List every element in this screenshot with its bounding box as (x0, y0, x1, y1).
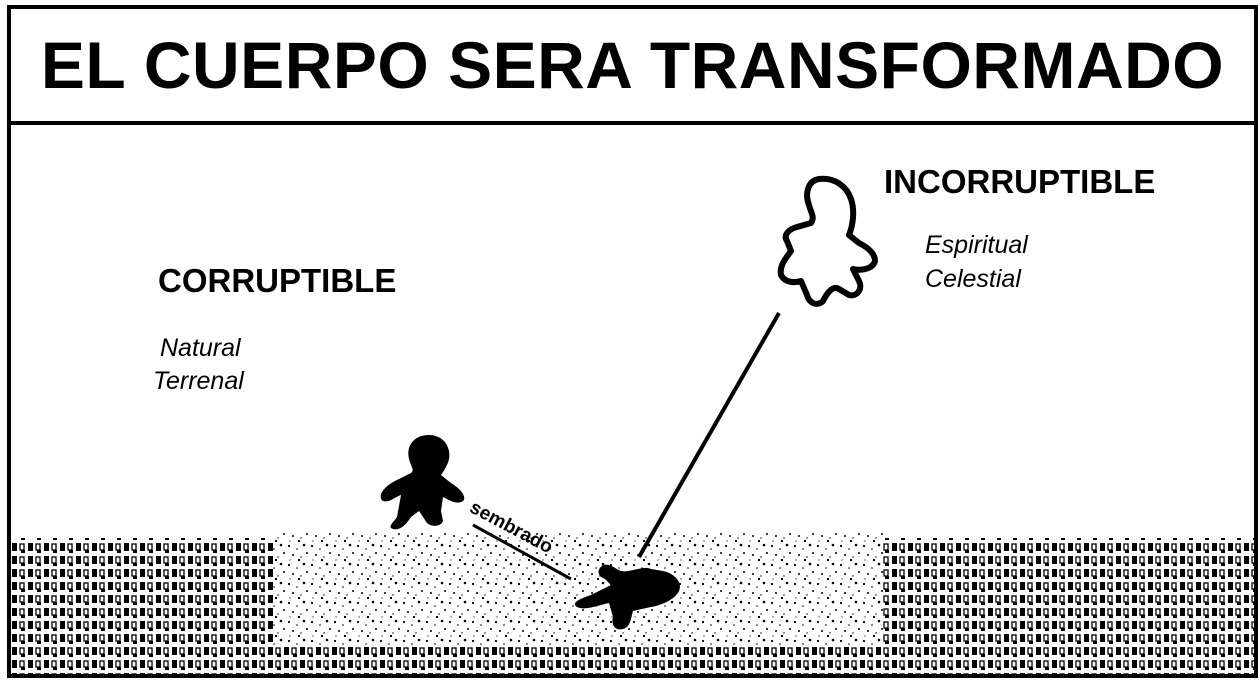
sown-line (472, 523, 572, 581)
ground-grave (273, 533, 883, 645)
incorruptible-line-2: Celestial (925, 265, 1021, 293)
diagram-frame: EL CUERPO SERA TRANSFORMADO (7, 5, 1258, 678)
buried-body-figure (574, 564, 680, 630)
title-bar: EL CUERPO SERA TRANSFORMADO (11, 9, 1254, 125)
natural-body-figure (380, 435, 465, 530)
diagram-scene: CORRUPTIBLE Natural Terrenal INCORRUPTIB… (11, 125, 1254, 674)
spiritual-body-figure (777, 175, 878, 307)
corruptible-heading: CORRUPTIBLE (158, 262, 397, 299)
corruptible-line-1: Natural (160, 334, 241, 362)
incorruptible-line-1: Espiritual (925, 231, 1028, 259)
incorruptible-heading: INCORRUPTIBLE (884, 163, 1156, 200)
resurrection-line (637, 312, 781, 558)
diagram-title: EL CUERPO SERA TRANSFORMADO (40, 28, 1225, 102)
diagram-art (11, 175, 1254, 674)
corruptible-line-2: Terrenal (153, 367, 244, 395)
